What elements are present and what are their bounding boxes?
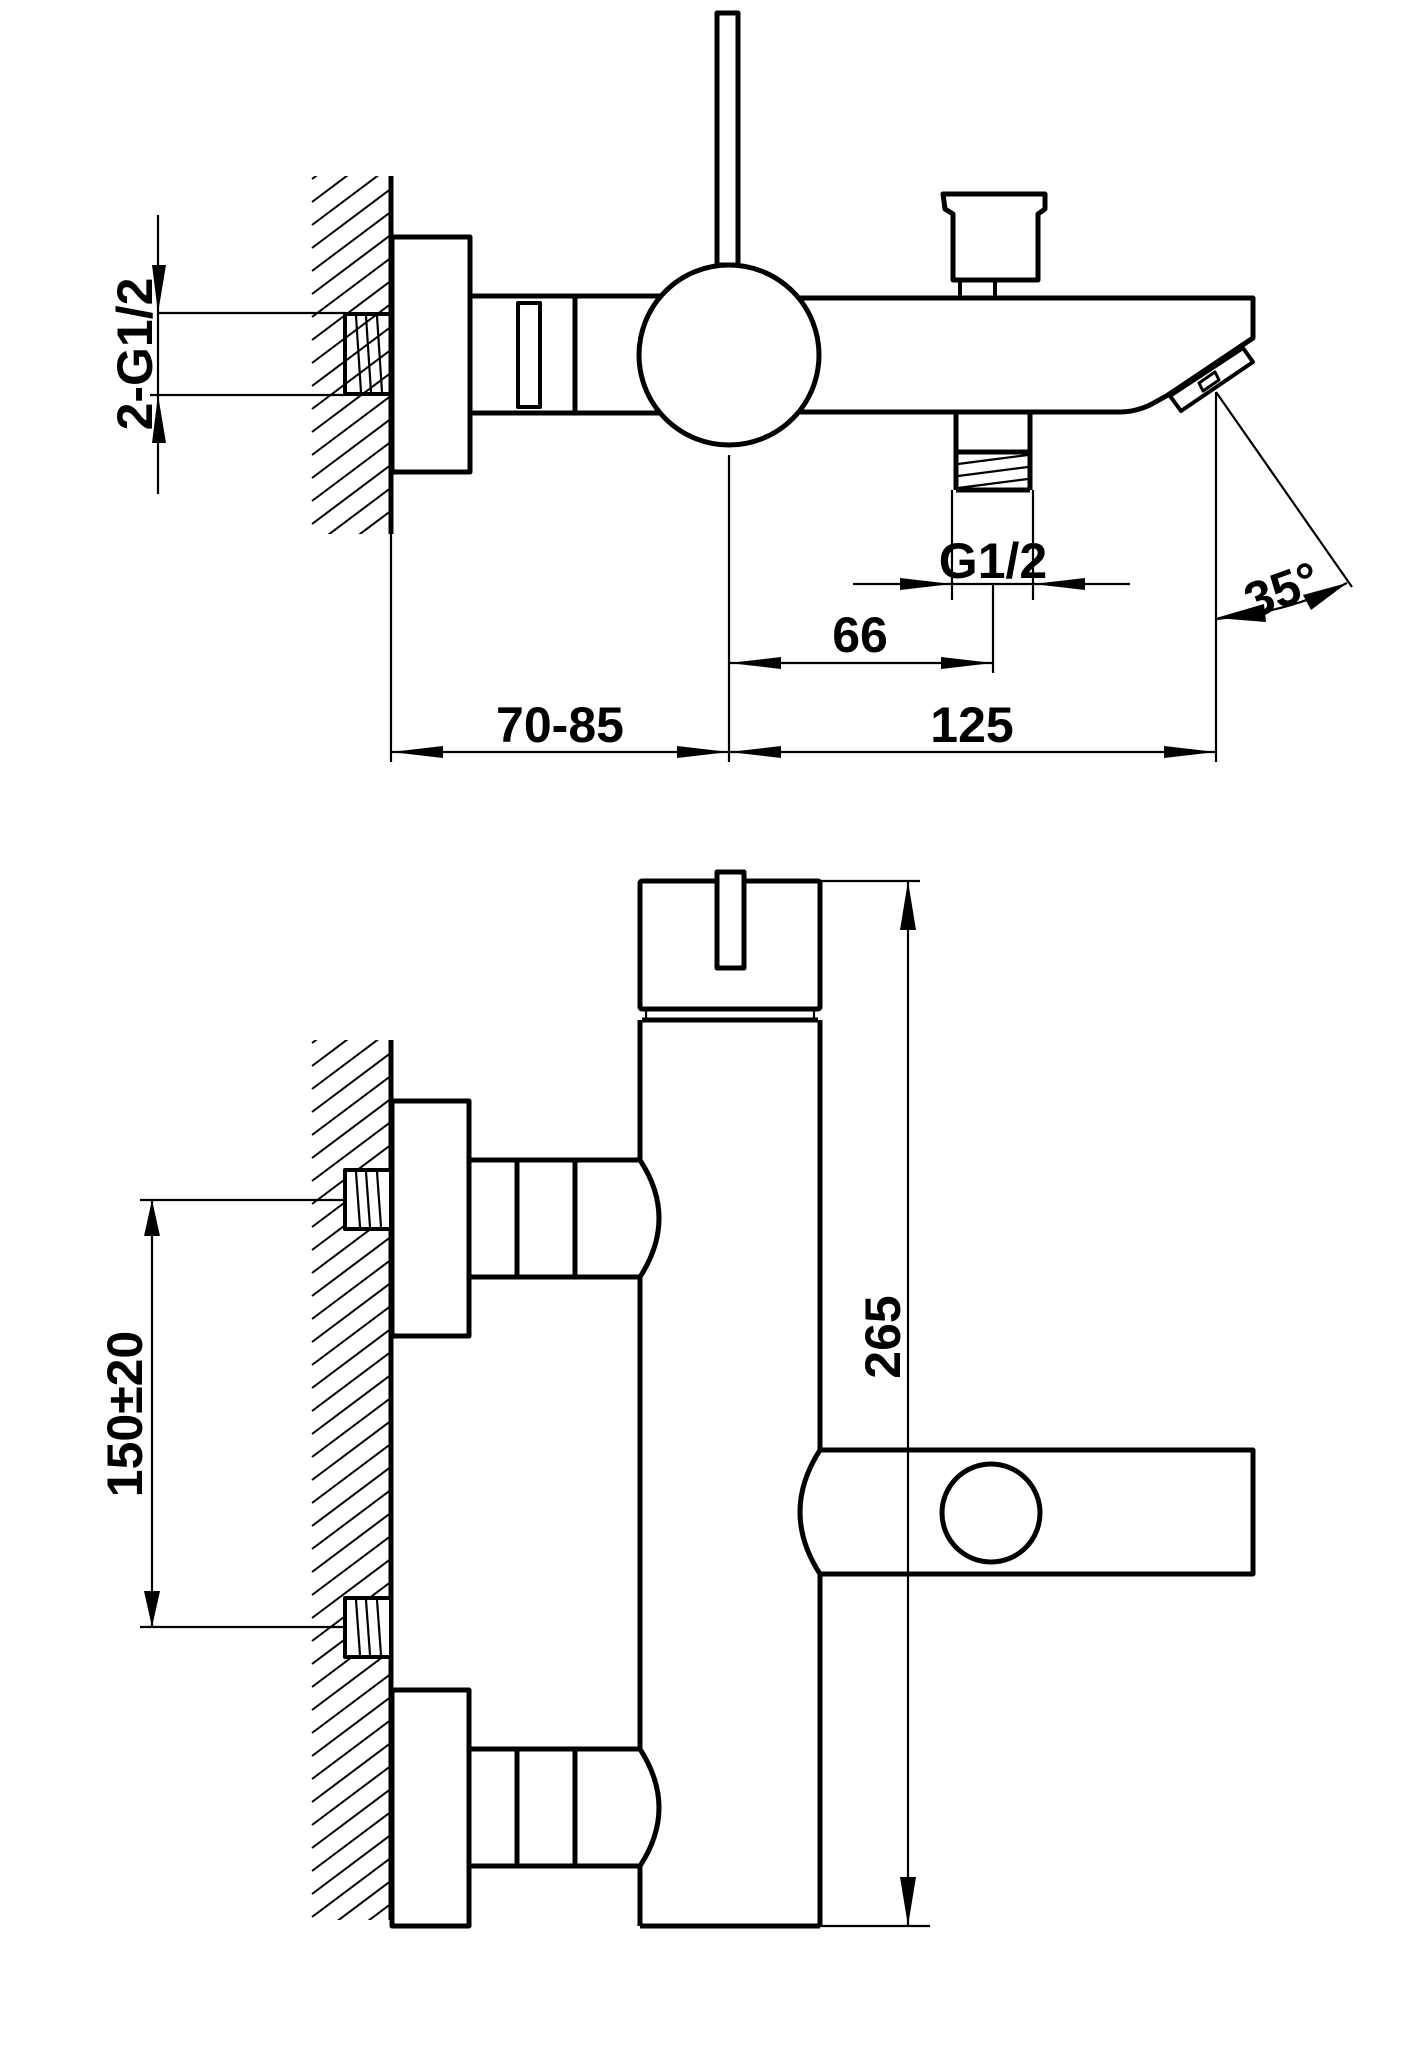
- hatch-line: [311, 1075, 390, 1136]
- dim-spout-reach: 125: [729, 697, 1216, 758]
- flange-upper: [389, 1098, 472, 1339]
- spout-body: [800, 295, 1256, 415]
- hatch-line: [311, 1098, 390, 1159]
- label-inlet-spacing: 150±20: [97, 1331, 153, 1497]
- spout-arm: [797, 1447, 1256, 1577]
- cap-lever-slot: [714, 869, 747, 971]
- label-wall-projection: 70-85: [496, 697, 624, 753]
- hatch-line: [311, 1443, 390, 1504]
- hatch-line: [312, 960, 392, 1020]
- dim-diverter-offset: 66: [729, 607, 993, 669]
- hatch-line: [389, 533, 390, 534]
- hatch-line: [311, 1742, 390, 1803]
- wall-flange: [389, 234, 473, 475]
- hatch-line: [358, 510, 390, 534]
- hatch-line: [311, 464, 390, 525]
- hatch-line: [311, 1305, 390, 1366]
- mixer-lever: [714, 10, 741, 268]
- hatch-line: [311, 1374, 390, 1435]
- hatch-line: [311, 211, 390, 272]
- hatch-line: [311, 1650, 390, 1711]
- hatch-line: [311, 176, 349, 203]
- hatch-line: [311, 1121, 390, 1182]
- aerator-circle: [939, 1461, 1043, 1565]
- hatch-line: [327, 487, 390, 534]
- hatch-line: [311, 257, 390, 318]
- hatch-line: [311, 280, 390, 341]
- hatch-line: [312, 602, 392, 662]
- hatch-line: [311, 1328, 390, 1389]
- hatch-line: [311, 1259, 390, 1320]
- inlet-pipe-lower: [469, 1746, 662, 1869]
- hatch-line: [311, 176, 380, 226]
- hatch-line: [311, 372, 390, 433]
- hatch-line: [311, 1673, 390, 1734]
- dim-spout-angle: 35°: [1215, 551, 1348, 629]
- hatch-line: [311, 1558, 390, 1619]
- hatch-line: [311, 1351, 390, 1412]
- hatch-line: [337, 1880, 390, 1920]
- hatch-line: [311, 1040, 379, 1090]
- hatch-line: [311, 418, 390, 479]
- label-diverter-offset: 66: [832, 607, 888, 663]
- hatch-line: [311, 1236, 390, 1297]
- side-view: 2-G1/2 G1/2 66: [107, 10, 1353, 762]
- shower-outlet: [953, 412, 1033, 493]
- front-view: 150±20 265: [97, 869, 1256, 2047]
- hatch-line: [311, 1282, 390, 1343]
- aerator: [1168, 346, 1255, 413]
- hatch-line: [311, 1397, 390, 1458]
- dim-wall-projection: 70-85: [391, 697, 1216, 758]
- top-cap: [637, 869, 823, 1020]
- hatch-line: [311, 1512, 390, 1573]
- cartridge-body: [636, 262, 822, 448]
- wall-hatch-top: [311, 96, 392, 662]
- wall-hatch-bottom: [311, 960, 392, 2047]
- inlet-pipe-upper: [469, 1157, 662, 1280]
- hatch-line: [312, 556, 392, 616]
- hatch-line: [312, 1926, 392, 1986]
- hatch-line: [311, 1788, 390, 1849]
- inlet-thread-upper: [343, 1168, 393, 1231]
- dim-total-height: 265: [820, 879, 930, 1928]
- hatch-line: [311, 1489, 390, 1550]
- hatch-line: [311, 1765, 390, 1826]
- hatch-line: [311, 1834, 390, 1895]
- hatch-line: [311, 1811, 390, 1872]
- dim-inlet-spacing: 150±20: [97, 1198, 345, 1629]
- hatch-line: [367, 1903, 390, 1920]
- label-spout-reach: 125: [930, 697, 1013, 753]
- hatch-line: [311, 1040, 349, 1067]
- hatch-line: [311, 176, 318, 180]
- label-total-height: 265: [855, 1295, 911, 1378]
- hatch-line: [311, 349, 390, 410]
- hatch-line: [311, 441, 390, 502]
- hatch-line: [311, 1466, 390, 1527]
- dim-inlet-thread: 2-G1/2: [107, 215, 345, 494]
- hatch-line: [312, 1972, 392, 2032]
- hatch-line: [312, 579, 392, 639]
- connector-pipe: [470, 293, 660, 416]
- label-outlet-thread: G1/2: [939, 533, 1047, 589]
- hatch-line: [311, 188, 390, 249]
- hatch-line: [311, 1857, 390, 1918]
- hatch-line: [312, 1995, 392, 2047]
- hatch-line: [311, 1052, 390, 1113]
- hatch-line: [311, 1040, 318, 1044]
- spout-angle-line: [1215, 391, 1353, 588]
- inlet-thread-lower: [343, 1596, 393, 1659]
- hatch-line: [311, 1719, 390, 1780]
- hatch-line: [311, 1696, 390, 1757]
- hatch-line: [311, 1420, 390, 1481]
- label-inlet-thread: 2-G1/2: [107, 278, 163, 431]
- dim-outlet-thread: G1/2: [853, 533, 1130, 590]
- diverter-knob: [940, 191, 1048, 300]
- hatch-line: [311, 395, 390, 456]
- flange-lower: [389, 1687, 472, 1929]
- hatch-line: [312, 96, 392, 156]
- hatch-line: [311, 1535, 390, 1596]
- hatch-line: [312, 1949, 392, 2009]
- hatch-line: [311, 234, 390, 295]
- mixer-body: [637, 1017, 823, 1929]
